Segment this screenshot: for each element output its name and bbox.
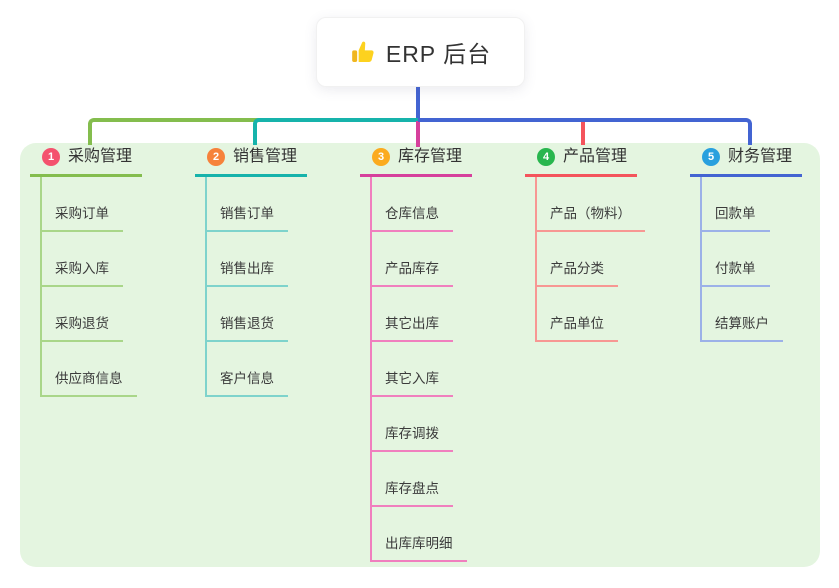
sub-item[interactable]: 销售出库 bbox=[205, 257, 288, 287]
root-title: ERP 后台 bbox=[385, 41, 492, 67]
sub-item[interactable]: 产品（物料） bbox=[535, 202, 645, 232]
sub-item[interactable]: 销售退货 bbox=[205, 312, 288, 342]
branch-title-label: 产品管理 bbox=[563, 148, 628, 165]
sub-item[interactable]: 库存盘点 bbox=[370, 477, 453, 507]
branch-node-4[interactable]: 4 产品管理 bbox=[525, 147, 638, 177]
branch-node-5[interactable]: 5 财务管理 bbox=[690, 147, 803, 177]
sub-item[interactable]: 其它入库 bbox=[370, 367, 453, 397]
branch-badge: 2 bbox=[207, 148, 225, 166]
sub-item[interactable]: 采购订单 bbox=[40, 202, 123, 232]
sub-item[interactable]: 仓库信息 bbox=[370, 202, 453, 232]
sub-item[interactable]: 销售订单 bbox=[205, 202, 288, 232]
connector-root-drop bbox=[416, 85, 420, 122]
subtree-line-1 bbox=[40, 177, 42, 397]
thumbs-up-icon bbox=[350, 39, 376, 65]
branch-badge: 4 bbox=[537, 148, 555, 166]
sub-item[interactable]: 供应商信息 bbox=[40, 367, 137, 397]
subtree-line-5 bbox=[700, 177, 702, 342]
connector-branch-5 bbox=[418, 118, 752, 145]
subtree-line-4 bbox=[535, 177, 537, 342]
sub-item[interactable]: 产品分类 bbox=[535, 257, 618, 287]
subtree-line-2 bbox=[205, 177, 207, 397]
connector-branch-2 bbox=[253, 118, 422, 145]
branch-node-1[interactable]: 1 采购管理 bbox=[30, 147, 143, 177]
sub-item[interactable]: 回款单 bbox=[700, 202, 770, 232]
branch-title-label: 财务管理 bbox=[728, 148, 793, 165]
connector-branch-3 bbox=[416, 121, 420, 147]
root-node[interactable]: ERP 后台 bbox=[316, 17, 525, 87]
branch-title-label: 采购管理 bbox=[68, 148, 133, 165]
branch-badge: 5 bbox=[702, 148, 720, 166]
sub-item[interactable]: 其它出库 bbox=[370, 312, 453, 342]
sub-item[interactable]: 采购入库 bbox=[40, 257, 123, 287]
branch-title-label: 库存管理 bbox=[398, 148, 463, 165]
sub-item[interactable]: 库存调拨 bbox=[370, 422, 453, 452]
sub-item[interactable]: 出库库明细 bbox=[370, 532, 467, 562]
branch-node-2[interactable]: 2 销售管理 bbox=[195, 147, 308, 177]
connector-branch-4 bbox=[581, 121, 585, 145]
branch-badge: 1 bbox=[42, 148, 60, 166]
sub-item[interactable]: 结算账户 bbox=[700, 312, 783, 342]
sub-item[interactable]: 采购退货 bbox=[40, 312, 123, 342]
branch-node-3[interactable]: 3 库存管理 bbox=[360, 147, 473, 177]
sub-item[interactable]: 产品库存 bbox=[370, 257, 453, 287]
branches-panel bbox=[20, 143, 820, 567]
subtree-line-3 bbox=[370, 177, 372, 562]
sub-item[interactable]: 客户信息 bbox=[205, 367, 288, 397]
sub-item[interactable]: 产品单位 bbox=[535, 312, 618, 342]
branch-title-label: 销售管理 bbox=[233, 148, 298, 165]
branch-badge: 3 bbox=[372, 148, 390, 166]
sub-item[interactable]: 付款单 bbox=[700, 257, 770, 287]
